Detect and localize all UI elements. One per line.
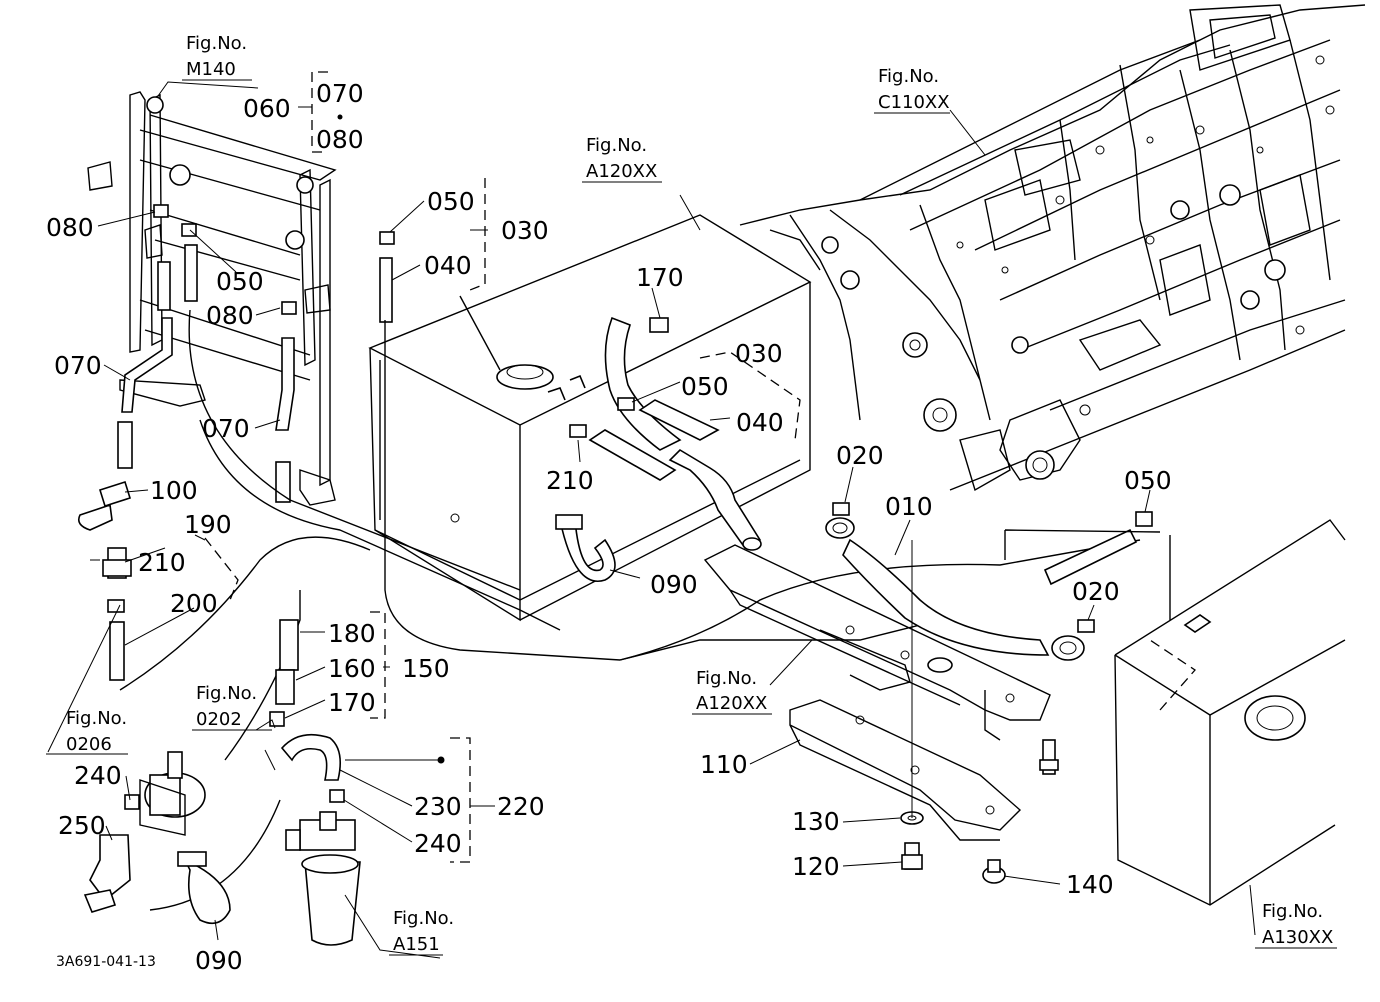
part-label-140: 140 [1066, 870, 1114, 899]
part-label-210: 210 [138, 548, 186, 577]
part-label-030: 030 [501, 216, 549, 245]
part-number-labels: 060 070 080 080 050 080 070 070 050 030 … [46, 79, 1172, 975]
part-label-200: 200 [170, 589, 218, 618]
return-hose-drawing [825, 502, 1153, 661]
mounting-brackets-drawing [703, 544, 1059, 884]
fig-ref-title: Fig.No. [393, 908, 454, 929]
left-lower-components [77, 480, 231, 925]
part-label-040: 040 [424, 251, 472, 280]
fig-ref-code: 0202 [196, 709, 242, 730]
part-label-080: 080 [46, 213, 94, 242]
leader-lines [47, 81, 1256, 959]
part-label-050: 050 [1124, 466, 1172, 495]
fig-ref-0202: Fig.No. 0202 [192, 683, 272, 731]
transmission-housing-drawing [739, 4, 1366, 492]
fig-ref-c110xx: Fig.No. C110XX [874, 66, 950, 114]
part-label-010: 010 [885, 492, 933, 521]
fig-ref-a120xx-top: Fig.No. A120XX [582, 135, 662, 183]
part-label-070: 070 [54, 351, 102, 380]
part-label-090: 090 [650, 570, 698, 599]
part-label-210: 210 [546, 466, 594, 495]
part-label-060: 060 [243, 94, 291, 123]
part-label-150: 150 [402, 654, 450, 683]
part-label-230: 230 [414, 792, 462, 821]
part-label-220: 220 [497, 792, 545, 821]
part-label-240: 240 [74, 761, 122, 790]
fig-ref-a120xx-mid: Fig.No. A120XX [692, 668, 772, 715]
fig-ref-code: 0206 [66, 734, 112, 755]
fig-ref-title: Fig.No. [186, 33, 247, 54]
part-label-050: 050 [427, 187, 475, 216]
fig-ref-code: M140 [186, 59, 236, 80]
part-label-240: 240 [414, 829, 462, 858]
filter-hose-group [269, 619, 361, 946]
part-label-030: 030 [735, 339, 783, 368]
part-label-120: 120 [792, 852, 840, 881]
fig-ref-code: A151 [393, 934, 440, 955]
part-label-040: 040 [736, 408, 784, 437]
fig-ref-title: Fig.No. [196, 683, 257, 704]
fig-ref-code: A120XX [696, 693, 767, 714]
part-label-110: 110 [700, 750, 748, 779]
part-label-180: 180 [328, 619, 376, 648]
part-label-090: 090 [195, 946, 243, 975]
part-label-130: 130 [792, 807, 840, 836]
part-label-250: 250 [58, 811, 106, 840]
fig-ref-title: Fig.No. [66, 708, 127, 729]
fig-ref-a130xx: Fig.No. A130XX [1255, 901, 1337, 949]
part-label-070: 070 [202, 414, 250, 443]
drawing-code: 3A691-041-13 [56, 954, 156, 970]
fuel-tank-drawing [368, 214, 812, 622]
part-label-050: 050 [681, 372, 729, 401]
group-brackets [204, 71, 801, 863]
fig-ref-title: Fig.No. [696, 668, 757, 689]
part-label-070: 070 [316, 79, 364, 108]
fig-ref-code: A130XX [1262, 927, 1333, 948]
fig-ref-title: Fig.No. [878, 66, 939, 87]
fig-ref-0206: Fig.No. 0206 [46, 708, 128, 755]
part-label-050: 050 [216, 267, 264, 296]
part-label-080: 080 [316, 125, 364, 154]
fuel-line-routing [119, 295, 1141, 911]
frame-hoses [117, 204, 395, 503]
fig-ref-title: Fig.No. [586, 135, 647, 156]
fig-ref-a151: Fig.No. A151 [389, 908, 454, 956]
group-separator-dot [337, 114, 343, 120]
fig-ref-m140: Fig.No. M140 [182, 33, 252, 81]
part-label-170: 170 [636, 263, 684, 292]
part-label-160: 160 [328, 654, 376, 683]
part-label-020: 020 [836, 441, 884, 470]
auxiliary-tank-drawing [1004, 519, 1346, 906]
part-label-100: 100 [150, 476, 198, 505]
part-label-170: 170 [328, 688, 376, 717]
fig-ref-code: C110XX [878, 92, 950, 113]
fig-ref-code: A120XX [586, 161, 657, 182]
part-label-080: 080 [206, 301, 254, 330]
part-label-020: 020 [1072, 577, 1120, 606]
part-label-190: 190 [184, 510, 232, 539]
fig-ref-title: Fig.No. [1262, 901, 1323, 922]
